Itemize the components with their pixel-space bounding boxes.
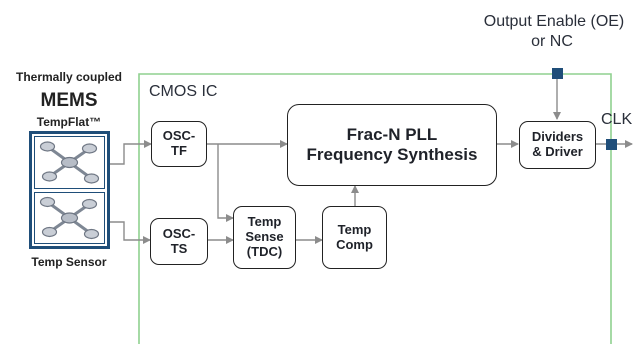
thermally-coupled-label: Thermally coupled xyxy=(15,70,123,84)
tempflat-label: TempFlat™ xyxy=(36,115,102,129)
clk-pin xyxy=(606,139,617,150)
temp-sensor-label: Temp Sensor xyxy=(31,255,107,269)
temp-comp-block: Temp Comp xyxy=(322,206,387,269)
cmos-ic-label: CMOS IC xyxy=(149,83,218,100)
mems-tf-connection xyxy=(110,140,152,165)
frac-n-pll-block: Frac-N PLL Frequency Synthesis xyxy=(287,104,497,186)
mems-label: MEMS xyxy=(40,90,98,111)
output-enable-label: Output Enable (OE) xyxy=(483,13,625,30)
mems-resonator-icon xyxy=(39,140,100,185)
osctf-tempsense-arrow xyxy=(217,144,234,222)
temp-sense-block: Temp Sense (TDC) xyxy=(233,206,296,269)
mems-ts-connection xyxy=(110,221,151,244)
clk-label: CLK xyxy=(601,111,633,128)
dividers-driver-block: Dividers & Driver xyxy=(519,121,596,169)
tempflat-resonator xyxy=(34,136,105,189)
mems-resonator-icon xyxy=(39,196,100,240)
cmos-ic-boundary xyxy=(138,73,612,344)
or-nc-label: or NC xyxy=(531,33,573,50)
oe-pin xyxy=(552,68,563,79)
temp-sensor-resonator xyxy=(34,192,105,244)
osc-tf-block: OSC- TF xyxy=(151,121,207,167)
osc-ts-block: OSC- TS xyxy=(150,218,208,265)
